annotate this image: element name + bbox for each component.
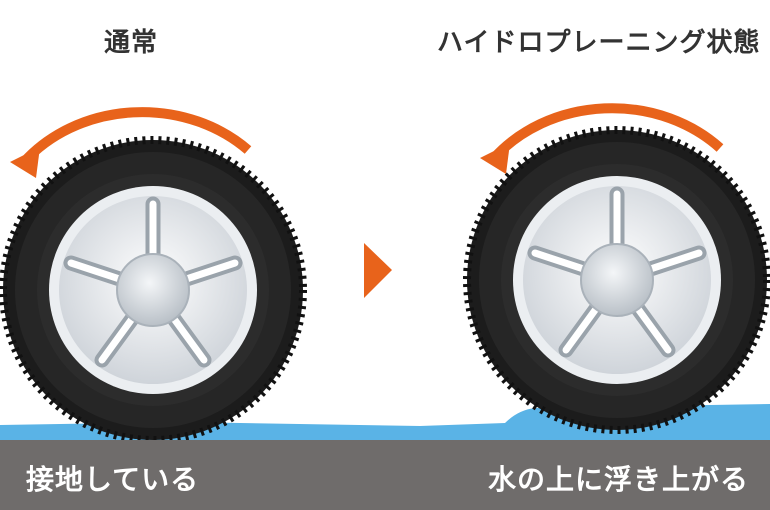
rotation-arrow-icon [480,103,724,174]
tire-icon [3,140,303,440]
caption-floating: 水の上に浮き上がる [488,463,750,496]
rotation-arrow-icon [10,107,252,178]
title-hydroplaning: ハイドロプレーニング状態 [437,28,761,58]
caption-grounded: 接地している [26,463,200,496]
ground-bar [0,440,770,510]
next-arrow-icon [364,243,392,298]
title-normal: 通常 [104,28,159,58]
tire-icon [467,130,767,430]
